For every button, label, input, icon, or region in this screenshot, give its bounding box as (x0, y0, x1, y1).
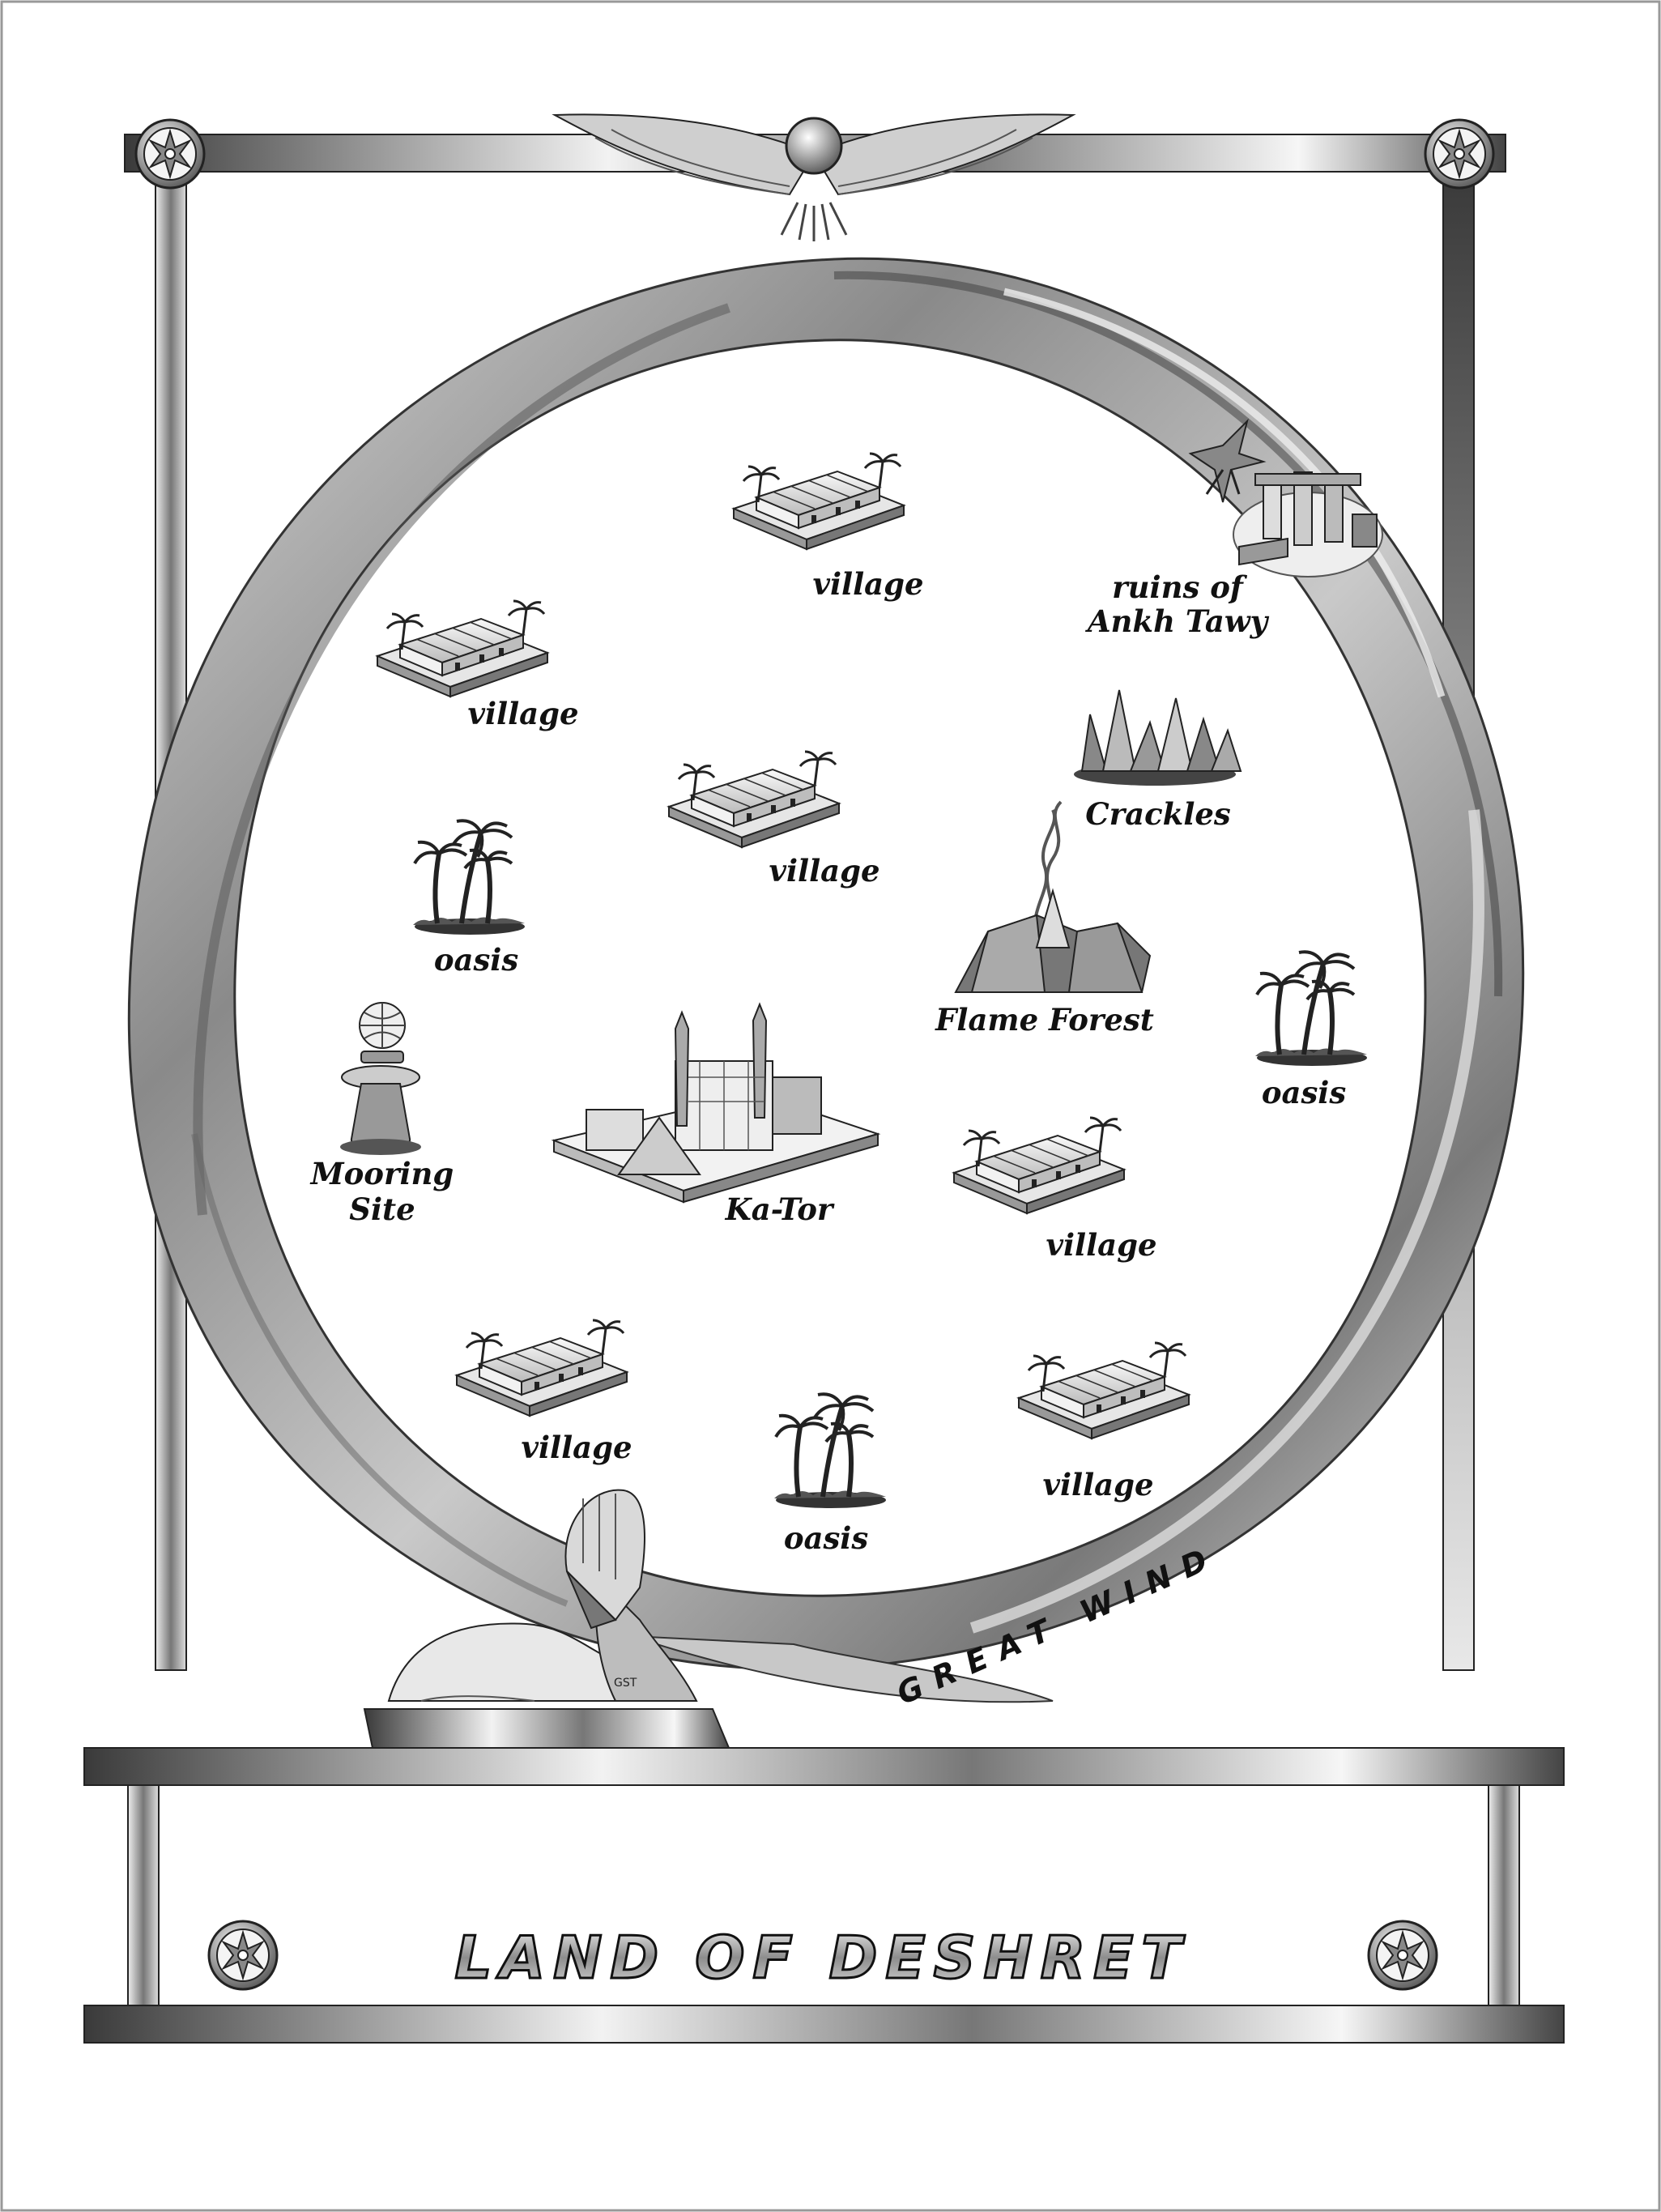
label-oasis-left: oasis (434, 942, 519, 978)
mooring-mast-icon[interactable] (340, 1065, 421, 1155)
map-title: LAND OF DESHRET (455, 1924, 1190, 1992)
label-mooring-line1: Mooring (309, 1156, 454, 1191)
star-medallion-icon (207, 1920, 279, 1991)
ruins-icon[interactable] (1233, 471, 1383, 578)
crystal-cluster-icon[interactable] (1074, 689, 1242, 786)
star-medallion-icon (1424, 118, 1495, 190)
airship-icon (359, 1002, 406, 1063)
city-icon[interactable] (551, 1002, 881, 1204)
star-medallion-icon (1367, 1920, 1438, 1991)
winged-disk-icon (552, 113, 1076, 241)
label-mooring-line2: Site (349, 1191, 415, 1227)
label-oasis-right: oasis (1262, 1075, 1347, 1110)
label-village-upper-left: village (467, 696, 578, 731)
label-village-right: village (1046, 1227, 1156, 1263)
label-village-lower-left: village (521, 1430, 632, 1465)
label-ruins-line1: ruins of (1112, 569, 1248, 605)
smoking-rocks-icon[interactable] (954, 800, 1152, 993)
label-oasis-bottom: oasis (784, 1520, 869, 1556)
label-flame-forest: Flame Forest (935, 1002, 1154, 1038)
label-ruins-line2: Ankh Tawy (1085, 603, 1270, 639)
label-village-lower-right: village (1042, 1467, 1153, 1502)
star-medallion-icon (134, 118, 206, 190)
label-ka-tor: Ka-Tor (725, 1191, 835, 1227)
label-village-center: village (769, 853, 879, 889)
dragon-icon (1188, 418, 1267, 503)
title-plinth (83, 1747, 1565, 2044)
sphinx-mark: GST (614, 1677, 637, 1690)
label-crackles: Crackles (1085, 796, 1231, 832)
label-village-top: village (812, 566, 923, 602)
